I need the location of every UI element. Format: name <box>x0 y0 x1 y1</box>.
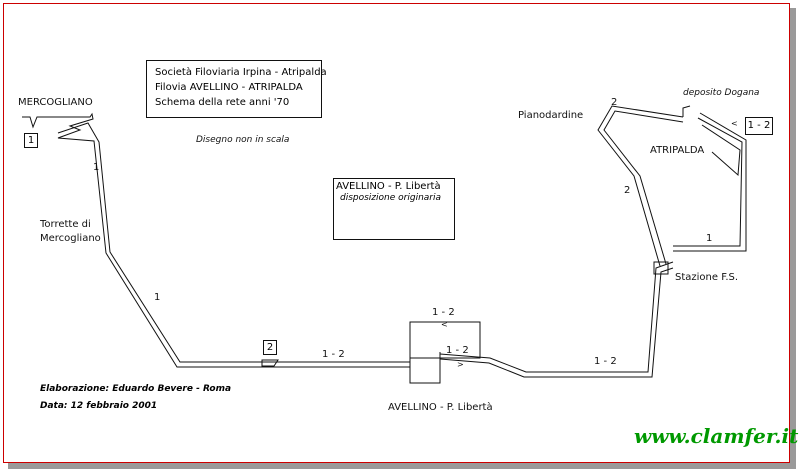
line-loop-west-inner <box>603 110 684 265</box>
stazione-square <box>653 261 669 275</box>
piazza-box-inner <box>409 357 441 384</box>
inset-original-layout: AVELLINO - P. Libertà disposizione origi… <box>333 178 455 240</box>
terminus-box-torrette: 2 <box>263 340 277 355</box>
route-label-piazza-box: 1 - 2 <box>432 307 455 318</box>
label-atripalda: ATRIPALDA <box>650 145 705 156</box>
frame-shadow-bottom <box>8 463 796 469</box>
title-line-1: Società Filoviaria Irpina - Atripalda <box>155 67 327 78</box>
terminus-box-mercogliano: 1 <box>24 133 38 148</box>
title-line-2: Filovia AVELLINO - ATRIPALDA <box>155 82 303 93</box>
line-loop-west <box>597 105 684 267</box>
label-pianodardine: Pianodardine <box>518 110 584 121</box>
credit-date: Data: 12 febbraio 2001 <box>40 401 158 411</box>
piazza-box-outer <box>409 321 481 359</box>
line-piazza-stazione-north <box>439 261 674 373</box>
title-box: Società Filoviaria Irpina - Atripalda Fi… <box>146 60 327 118</box>
direction-mark-atripalda: < <box>731 119 738 128</box>
frame-shadow-right <box>790 8 796 468</box>
route-label-piazza-west: 1 - 2 <box>322 349 345 360</box>
direction-mark-piazza-inner: > <box>457 360 464 369</box>
terminus-box-atripalda: 1 - 2 <box>745 117 773 135</box>
credit-block: Elaborazione: Eduardo Bevere - Roma Data… <box>40 381 231 415</box>
inset-subtitle: disposizione originaria <box>340 193 441 203</box>
line-atripalda-stub <box>701 124 741 177</box>
label-deposito: deposito Dogana <box>683 88 760 98</box>
route-label-piazza-inner: 1 - 2 <box>446 345 469 356</box>
line-loop-east-inner <box>673 112 747 252</box>
route-label-pianodardine-side: 2 <box>624 185 631 196</box>
line-mercogliano-west <box>22 112 410 368</box>
label-torrette-2: Mercogliano <box>40 233 101 244</box>
inset-title: AVELLINO - P. Libertà <box>336 181 441 192</box>
line-mercogliano-east <box>57 122 410 363</box>
label-mercogliano: MERCOGLIANO <box>18 97 93 108</box>
line-piazza-stazione-south <box>439 267 674 378</box>
label-avellino: AVELLINO - P. Libertà <box>388 402 493 413</box>
direction-mark-piazza-box: < <box>441 320 448 329</box>
route-label-mercogliano-upper: 1 <box>93 162 100 173</box>
line-loop-east <box>673 117 743 247</box>
route-label-to-stazione: 1 - 2 <box>594 356 617 367</box>
route-label-stazione-east: 1 <box>706 233 713 244</box>
route-label-pianodardine-top: 2 <box>611 97 618 108</box>
credit-author: Elaborazione: Eduardo Bevere - Roma <box>40 384 232 394</box>
website-link[interactable]: www.clamfer.it <box>634 424 799 448</box>
label-torrette-1: Torrette di <box>40 219 91 230</box>
line-deposito-stub <box>682 105 691 117</box>
scale-note: Disegno non in scala <box>196 135 290 145</box>
label-stazione: Stazione F.S. <box>675 272 739 283</box>
route-label-mercogliano-lower: 1 <box>154 292 161 303</box>
torrette-stop-mark <box>261 359 279 367</box>
title-line-3: Schema della rete anni '70 <box>155 97 290 108</box>
